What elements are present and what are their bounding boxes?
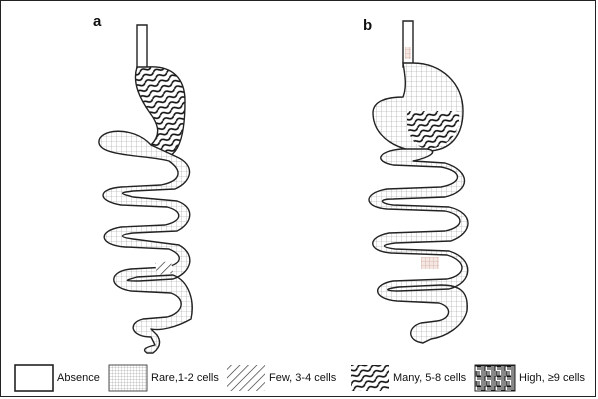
panel-a-esophagus xyxy=(137,25,147,69)
panel-b-rare-pink-patch xyxy=(421,257,439,269)
legend-label-high: High, ≥9 cells xyxy=(519,372,585,384)
legend-swatch-few xyxy=(227,365,265,391)
legend-label-absence: Absence xyxy=(57,372,100,384)
panel-a-intestine xyxy=(99,131,192,353)
legend-swatch-many xyxy=(351,365,389,391)
legend-swatch-rare xyxy=(109,365,147,391)
legend-swatch-absence xyxy=(15,365,53,391)
legend-swatch-high xyxy=(475,365,515,391)
panel-b-esophagus-patch xyxy=(405,47,411,59)
panel-b-intestine xyxy=(369,149,468,343)
panel-a-gi-tract xyxy=(99,25,192,353)
panel-b-esophagus xyxy=(403,21,413,67)
panel-b-gi-tract xyxy=(369,21,468,343)
legend-label-many: Many, 5-8 cells xyxy=(393,372,466,384)
panel-a-label: a xyxy=(93,13,101,30)
panel-b-label: b xyxy=(363,17,372,34)
legend-label-rare: Rare,1-2 cells xyxy=(151,372,219,384)
legend-label-few: Few, 3-4 cells xyxy=(269,372,336,384)
panel-a-few-cells-patch xyxy=(155,261,173,275)
